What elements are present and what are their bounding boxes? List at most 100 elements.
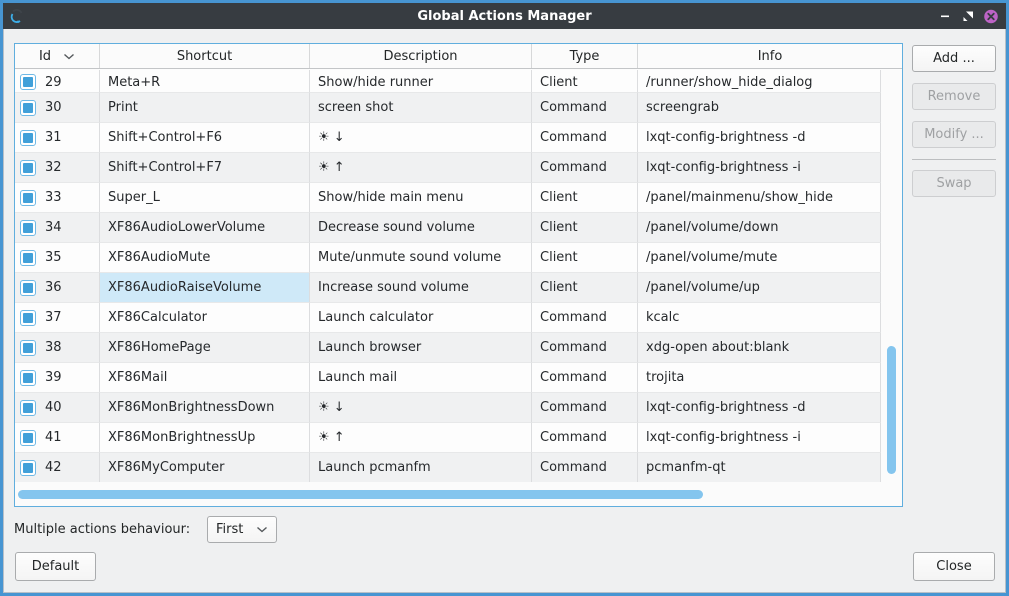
row-type-cell[interactable]: Command bbox=[532, 453, 638, 483]
row-shortcut-cell[interactable]: XF86MyComputer bbox=[100, 453, 310, 483]
row-type-cell[interactable]: Command bbox=[532, 153, 638, 183]
column-header-shortcut[interactable]: Shortcut bbox=[100, 44, 310, 68]
row-description-cell[interactable]: Show/hide main menu bbox=[310, 183, 532, 213]
row-type-cell[interactable]: Client bbox=[532, 213, 638, 243]
column-header-description[interactable]: Description bbox=[310, 44, 532, 68]
enabled-checkbox[interactable] bbox=[20, 249, 36, 266]
row-shortcut-cell[interactable]: Print bbox=[100, 93, 310, 123]
table-row[interactable]: 41 XF86MonBrightnessUp ☀ ↑ Command lxqt-… bbox=[15, 423, 881, 453]
row-description-cell[interactable]: Launch pcmanfm bbox=[310, 453, 532, 483]
enabled-checkbox[interactable] bbox=[20, 429, 36, 446]
row-info-cell[interactable]: xdg-open about:blank bbox=[638, 333, 881, 363]
row-shortcut-cell[interactable]: XF86Mail bbox=[100, 363, 310, 393]
add-button[interactable]: Add ... bbox=[912, 45, 996, 72]
table-row[interactable]: 30 Print screen shot Command screengrab bbox=[15, 93, 881, 123]
row-info-cell[interactable]: trojita bbox=[638, 363, 881, 393]
row-type-cell[interactable]: Command bbox=[532, 123, 638, 153]
table-row[interactable]: 39 XF86Mail Launch mail Command trojita bbox=[15, 363, 881, 393]
row-type-cell[interactable]: Client bbox=[532, 243, 638, 273]
row-type-cell[interactable]: Command bbox=[532, 363, 638, 393]
row-type-cell[interactable]: Command bbox=[532, 393, 638, 423]
row-description-cell[interactable]: Increase sound volume bbox=[310, 273, 532, 303]
enabled-checkbox[interactable] bbox=[20, 189, 36, 206]
row-description-cell[interactable]: ☀ ↑ bbox=[310, 423, 532, 453]
table-row[interactable]: 32 Shift+Control+F7 ☀ ↑ Command lxqt-con… bbox=[15, 153, 881, 183]
horizontal-scrollbar-thumb[interactable] bbox=[18, 490, 703, 499]
row-description-cell[interactable]: ☀ ↑ bbox=[310, 153, 532, 183]
window-icon[interactable] bbox=[8, 7, 26, 25]
table-row[interactable]: 31 Shift+Control+F6 ☀ ↓ Command lxqt-con… bbox=[15, 123, 881, 153]
table-row[interactable]: 40 XF86MonBrightnessDown ☀ ↓ Command lxq… bbox=[15, 393, 881, 423]
row-shortcut-cell[interactable]: Meta+R bbox=[100, 70, 310, 93]
row-type-cell[interactable]: Client bbox=[532, 70, 638, 93]
row-shortcut-cell[interactable]: Shift+Control+F7 bbox=[100, 153, 310, 183]
column-header-id[interactable]: Id bbox=[15, 44, 100, 68]
row-description-cell[interactable]: Show/hide runner bbox=[310, 70, 532, 93]
row-description-cell[interactable]: screen shot bbox=[310, 93, 532, 123]
row-description-cell[interactable]: Launch calculator bbox=[310, 303, 532, 333]
vertical-scrollbar-thumb[interactable] bbox=[887, 346, 896, 474]
enabled-checkbox[interactable] bbox=[20, 159, 36, 176]
row-info-cell[interactable]: /runner/show_hide_dialog bbox=[638, 70, 881, 93]
row-info-cell[interactable]: /panel/volume/up bbox=[638, 273, 881, 303]
table-row[interactable]: 42 XF86MyComputer Launch pcmanfm Command… bbox=[15, 453, 881, 483]
row-type-cell[interactable]: Command bbox=[532, 423, 638, 453]
row-description-cell[interactable]: Decrease sound volume bbox=[310, 213, 532, 243]
row-description-cell[interactable]: Launch mail bbox=[310, 363, 532, 393]
enabled-checkbox[interactable] bbox=[20, 399, 36, 416]
enabled-checkbox[interactable] bbox=[20, 129, 36, 146]
row-type-cell[interactable]: Command bbox=[532, 303, 638, 333]
row-info-cell[interactable]: /panel/volume/down bbox=[638, 213, 881, 243]
table-row[interactable]: 37 XF86Calculator Launch calculator Comm… bbox=[15, 303, 881, 333]
minimize-button-icon[interactable] bbox=[937, 8, 953, 24]
table-row[interactable]: 38 XF86HomePage Launch browser Command x… bbox=[15, 333, 881, 363]
enabled-checkbox[interactable] bbox=[20, 219, 36, 236]
table-row[interactable]: 29 Meta+R Show/hide runner Client /runne… bbox=[15, 70, 881, 93]
row-info-cell[interactable]: lxqt-config-brightness -d bbox=[638, 123, 881, 153]
row-description-cell[interactable]: Launch browser bbox=[310, 333, 532, 363]
enabled-checkbox[interactable] bbox=[20, 309, 36, 326]
row-description-cell[interactable]: Mute/unmute sound volume bbox=[310, 243, 532, 273]
table-row[interactable]: 34 XF86AudioLowerVolume Decrease sound v… bbox=[15, 213, 881, 243]
row-info-cell[interactable]: kcalc bbox=[638, 303, 881, 333]
row-type-cell[interactable]: Command bbox=[532, 93, 638, 123]
horizontal-scrollbar[interactable] bbox=[15, 482, 902, 506]
enabled-checkbox[interactable] bbox=[20, 339, 36, 356]
enabled-checkbox[interactable] bbox=[20, 279, 36, 296]
table-row[interactable]: 36 XF86AudioRaiseVolume Increase sound v… bbox=[15, 273, 881, 303]
row-type-cell[interactable]: Client bbox=[532, 273, 638, 303]
row-shortcut-cell[interactable]: XF86AudioMute bbox=[100, 243, 310, 273]
enabled-checkbox[interactable] bbox=[20, 99, 36, 116]
row-type-cell[interactable]: Client bbox=[532, 183, 638, 213]
behaviour-combobox[interactable]: First bbox=[207, 516, 277, 543]
row-shortcut-cell[interactable]: XF86AudioRaiseVolume bbox=[100, 273, 310, 303]
row-shortcut-cell[interactable]: XF86MonBrightnessUp bbox=[100, 423, 310, 453]
enabled-checkbox[interactable] bbox=[20, 74, 36, 90]
row-description-cell[interactable]: ☀ ↓ bbox=[310, 393, 532, 423]
restore-button-icon[interactable] bbox=[960, 8, 976, 24]
row-description-cell[interactable]: ☀ ↓ bbox=[310, 123, 532, 153]
row-info-cell[interactable]: lxqt-config-brightness -i bbox=[638, 153, 881, 183]
row-shortcut-cell[interactable]: XF86Calculator bbox=[100, 303, 310, 333]
enabled-checkbox[interactable] bbox=[20, 459, 36, 476]
row-info-cell[interactable]: lxqt-config-brightness -i bbox=[638, 423, 881, 453]
close-button[interactable]: Close bbox=[913, 552, 995, 581]
row-shortcut-cell[interactable]: Super_L bbox=[100, 183, 310, 213]
column-header-info[interactable]: Info bbox=[757, 48, 783, 64]
row-info-cell[interactable]: pcmanfm-qt bbox=[638, 453, 881, 483]
row-info-cell[interactable]: /panel/volume/mute bbox=[638, 243, 881, 273]
row-type-cell[interactable]: Command bbox=[532, 333, 638, 363]
close-button-icon[interactable] bbox=[983, 8, 999, 24]
row-shortcut-cell[interactable]: XF86AudioLowerVolume bbox=[100, 213, 310, 243]
row-shortcut-cell[interactable]: Shift+Control+F6 bbox=[100, 123, 310, 153]
table-row[interactable]: 33 Super_L Show/hide main menu Client /p… bbox=[15, 183, 881, 213]
enabled-checkbox[interactable] bbox=[20, 369, 36, 386]
default-button[interactable]: Default bbox=[15, 552, 96, 581]
row-info-cell[interactable]: screengrab bbox=[638, 93, 881, 123]
row-info-cell[interactable]: lxqt-config-brightness -d bbox=[638, 393, 881, 423]
titlebar[interactable]: Global Actions Manager bbox=[3, 3, 1006, 29]
table-row[interactable]: 35 XF86AudioMute Mute/unmute sound volum… bbox=[15, 243, 881, 273]
column-header-type[interactable]: Type bbox=[532, 44, 638, 68]
row-shortcut-cell[interactable]: XF86MonBrightnessDown bbox=[100, 393, 310, 423]
row-shortcut-cell[interactable]: XF86HomePage bbox=[100, 333, 310, 363]
